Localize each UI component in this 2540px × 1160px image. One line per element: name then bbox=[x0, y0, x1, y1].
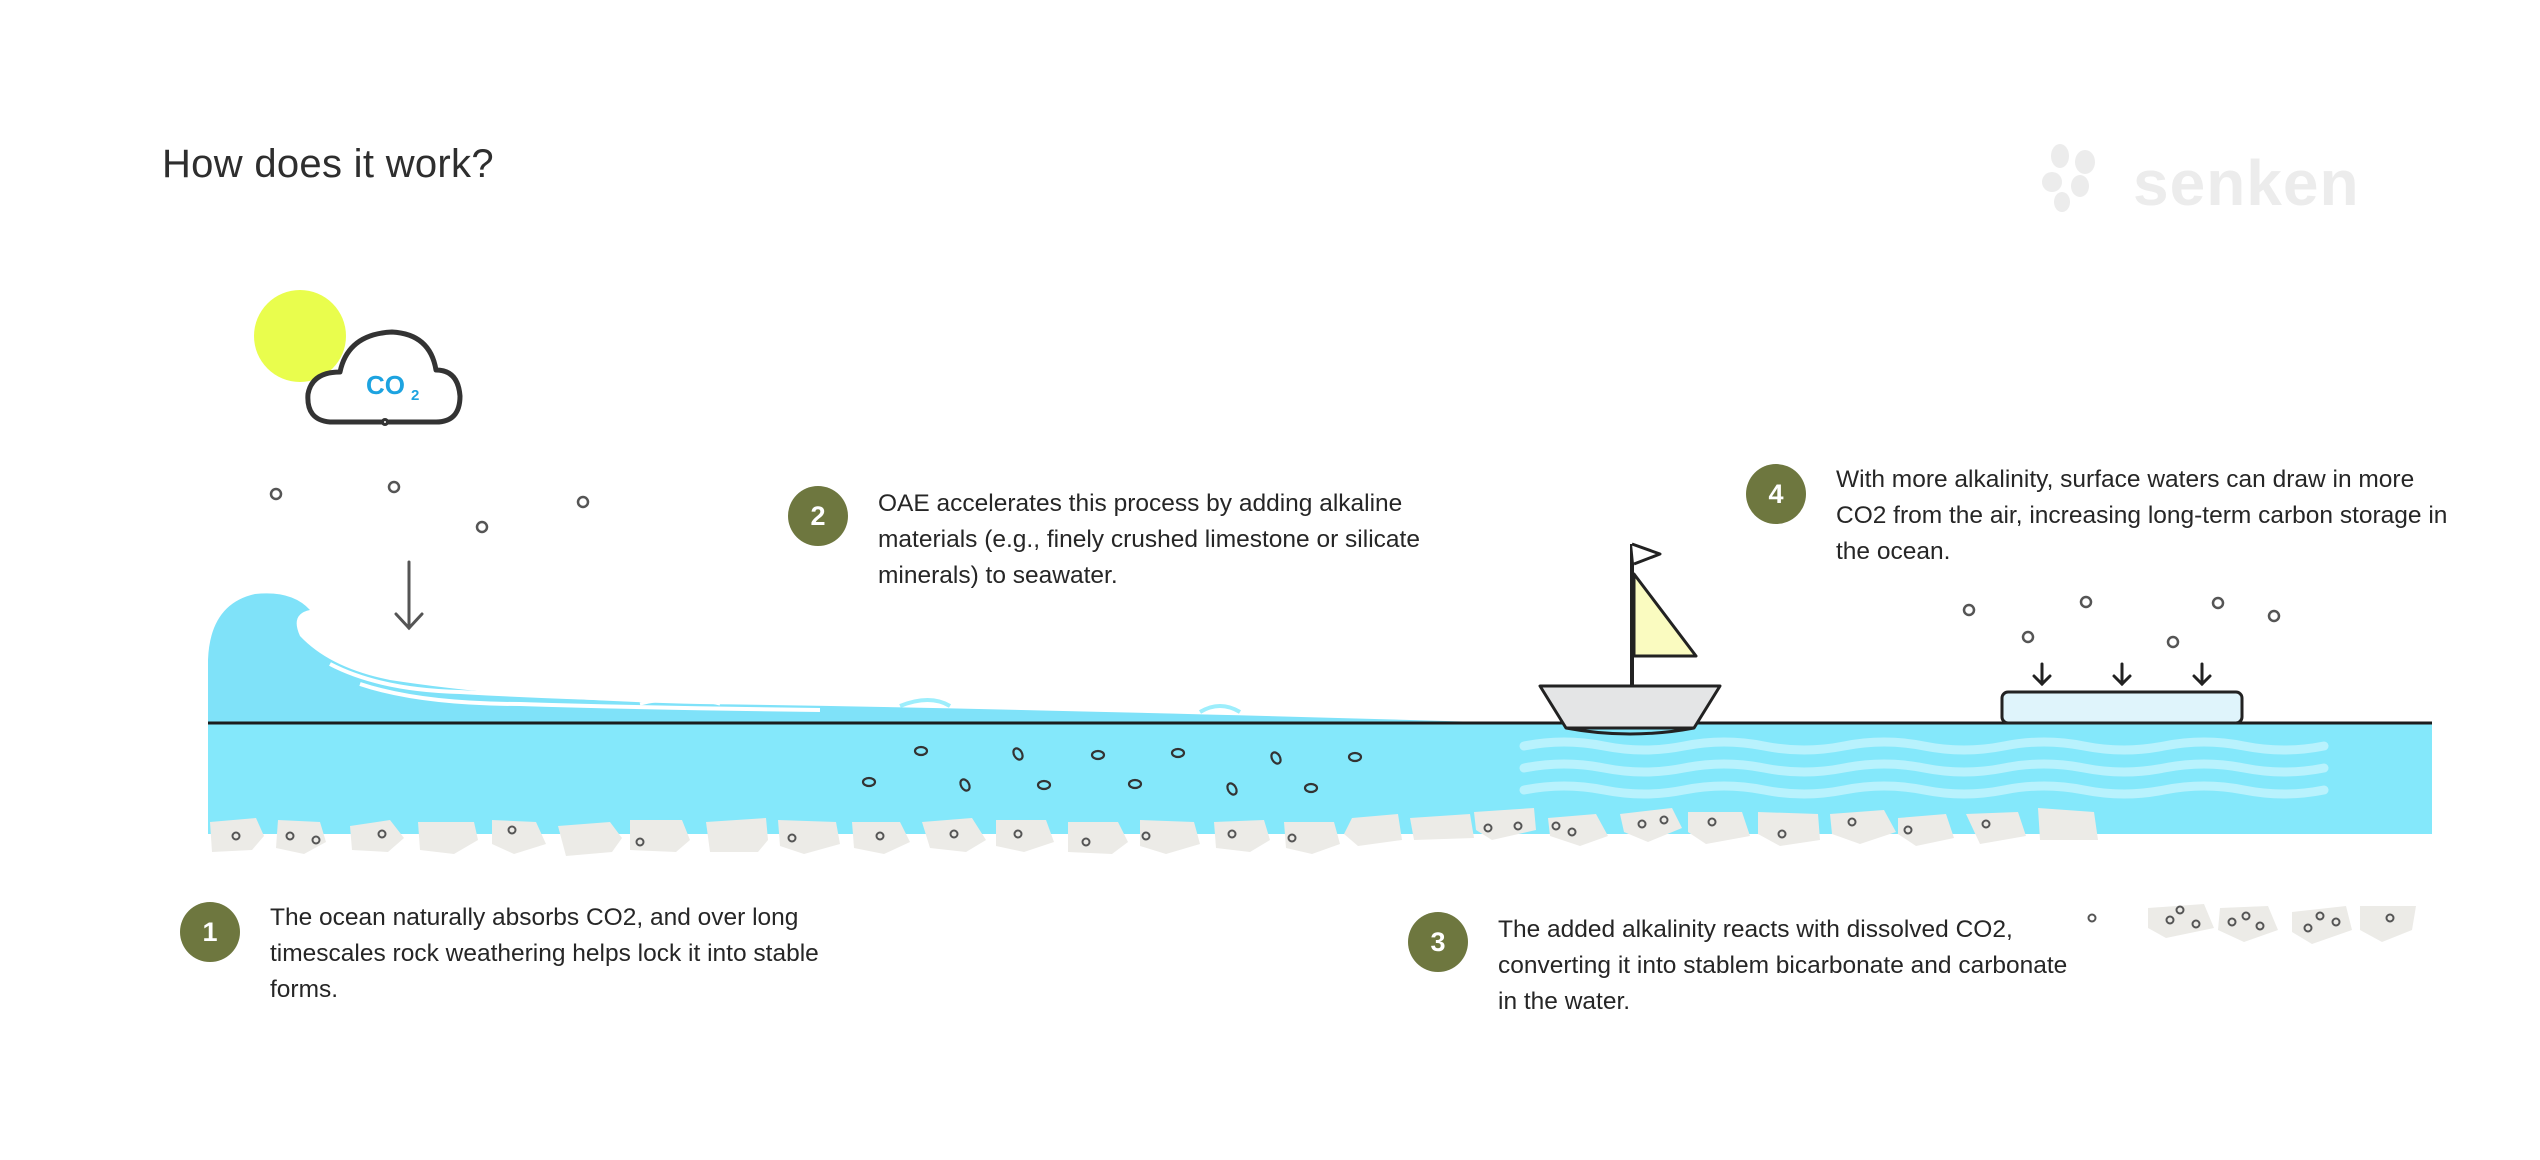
cloud-co2-label: CO bbox=[366, 370, 405, 400]
logo-wordmark: senken bbox=[2133, 147, 2360, 219]
step-2-text: OAE accelerates this process by adding a… bbox=[878, 490, 1420, 589]
step-4-number-badge: 4 bbox=[1746, 464, 1806, 524]
barge-down-arrows bbox=[2032, 662, 2212, 687]
step-2-number-badge: 2 bbox=[788, 486, 848, 546]
flower-logo-icon bbox=[2042, 144, 2095, 212]
sun-icon bbox=[254, 290, 346, 382]
step-1: 1 The ocean naturally absorbs CO2, and o… bbox=[180, 900, 860, 1020]
barge-icon bbox=[2000, 690, 2244, 725]
air-molecules-left bbox=[269, 480, 590, 534]
cloud-icon: CO 2 bbox=[305, 329, 463, 426]
step-1-text: The ocean naturally absorbs CO2, and ove… bbox=[270, 904, 819, 1003]
step-1-number-badge: 1 bbox=[180, 902, 240, 962]
step-3-text: The added alkalinity reacts with dissolv… bbox=[1498, 916, 2068, 1015]
step-4: 4 With more alkalinity, surface waters c… bbox=[1746, 462, 2466, 582]
dissolved-particles bbox=[861, 745, 1363, 796]
down-arrow-icon bbox=[394, 560, 424, 631]
page-title: How does it work? bbox=[162, 142, 494, 186]
rock-molecules bbox=[231, 815, 1991, 847]
senken-logo: senken bbox=[2040, 140, 2359, 220]
step-3: 3 The added alkalinity reacts with disso… bbox=[1408, 912, 2088, 1032]
wave-icon bbox=[208, 593, 1480, 724]
underwater-wavy-lines bbox=[1519, 737, 2329, 799]
seafloor-rocks bbox=[210, 808, 2098, 856]
ocean-water bbox=[208, 724, 2432, 834]
step-4-text: With more alkalinity, surface waters can… bbox=[1836, 466, 2448, 565]
step-3-number-badge: 3 bbox=[1408, 912, 1468, 972]
air-molecules-right bbox=[1962, 595, 2281, 649]
sailboat-icon bbox=[1538, 542, 1722, 736]
carbonate-rocks-icon bbox=[2087, 904, 2416, 944]
step-2: 2 OAE accelerates this process by adding… bbox=[788, 486, 1488, 606]
cloud-co2-subscript: 2 bbox=[411, 387, 419, 404]
